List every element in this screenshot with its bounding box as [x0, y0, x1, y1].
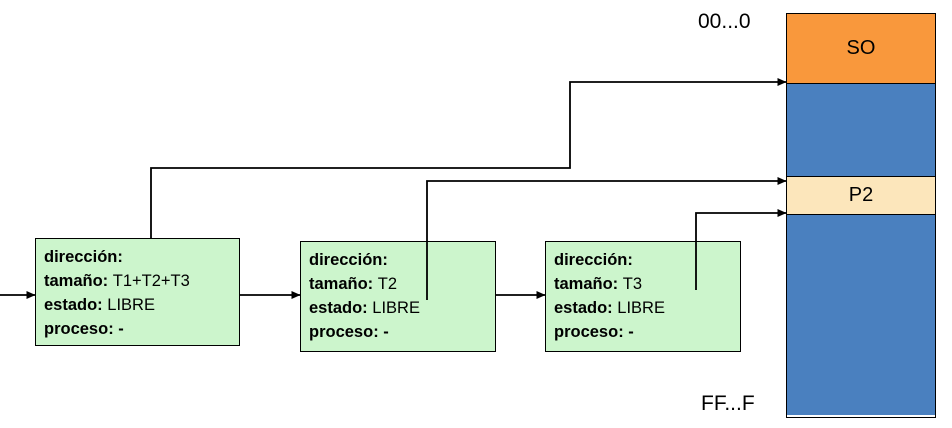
block-descriptor-2[interactable]: dirección: tamaño: T2 estado: LIBRE proc… — [300, 241, 496, 352]
memory-segment-p2-label: P2 — [848, 184, 874, 206]
block-2-line-proceso: proceso: - — [309, 323, 389, 341]
memory-segment-p2: P2 — [787, 176, 935, 214]
block-3-line-proceso: proceso: - — [554, 323, 634, 341]
pointer-block1-to-memory — [150, 78, 787, 238]
block-1-line-proceso: proceso: - — [44, 320, 124, 338]
block-descriptor-3[interactable]: dirección: tamaño: T3 estado: LIBRE proc… — [545, 241, 741, 352]
memory-segment-so-label: SO — [846, 37, 876, 59]
block-1-line-estado: estado: LIBRE — [44, 296, 155, 314]
block-2-line-tamano: tamaño: T2 — [309, 275, 398, 293]
memory-segment-so: SO — [787, 14, 935, 83]
block-3-line-tamano: tamaño: T3 — [554, 275, 643, 293]
block-1-line-tamano: tamaño: T1+T2+T3 — [44, 272, 190, 290]
address-label-bottom: FF...F — [701, 392, 755, 415]
block-2-line-estado: estado: LIBRE — [309, 299, 420, 317]
block-3-line-estado: estado: LIBRE — [554, 299, 665, 317]
block-descriptor-1[interactable]: dirección: tamaño: T1+T2+T3 estado: LIBR… — [35, 238, 240, 346]
address-label-top: 00...0 — [698, 10, 751, 33]
memory-segment-free-upper — [787, 83, 935, 176]
block-3-line-direccion: dirección: — [554, 251, 633, 269]
block-1-line-direccion: dirección: — [44, 248, 123, 266]
memory-bar: SO P2 — [786, 13, 936, 418]
block-2-line-direccion: dirección: — [309, 251, 388, 269]
memory-segment-free-lower — [787, 214, 935, 415]
